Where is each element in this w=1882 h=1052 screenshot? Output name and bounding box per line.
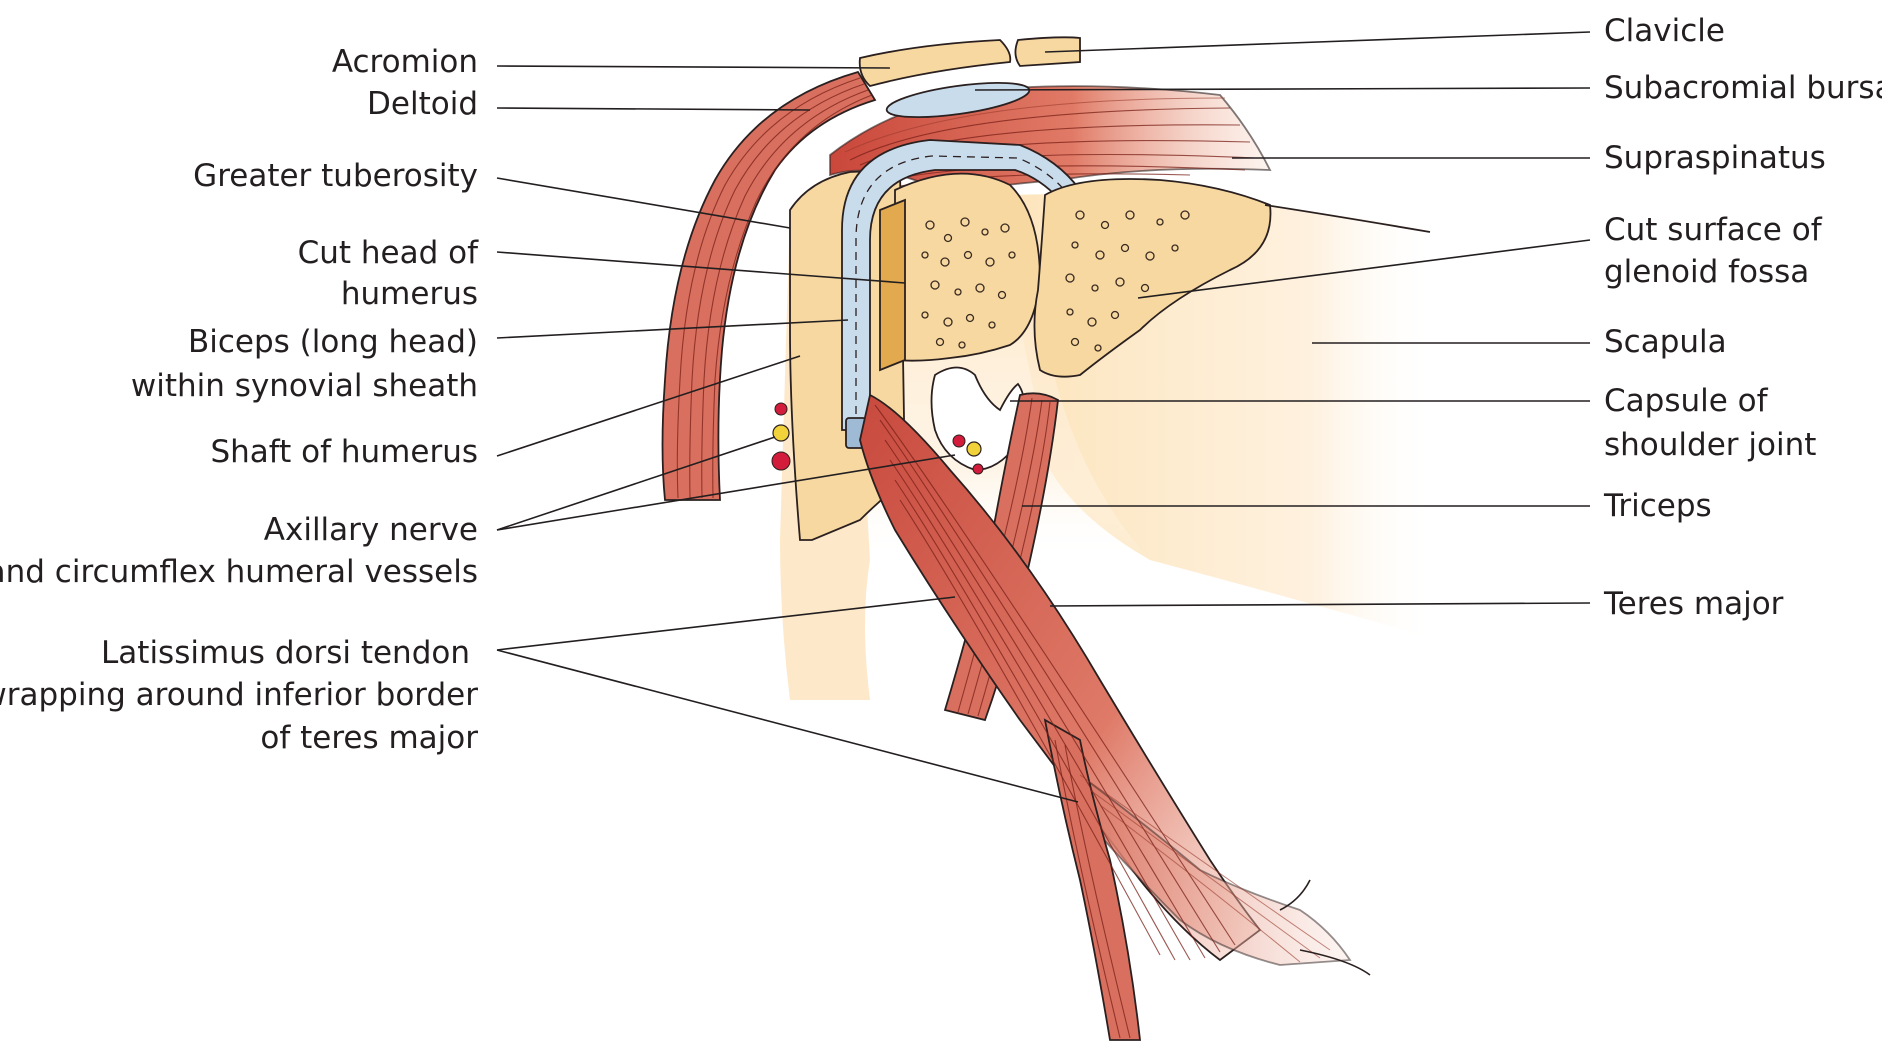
axillary-nerve-cross-section bbox=[773, 425, 789, 441]
humeral-head-cut bbox=[880, 174, 1040, 370]
label-scapula: Scapula bbox=[1604, 324, 1727, 360]
label-deltoid: Deltoid bbox=[367, 86, 478, 122]
right-labels: Clavicle Subacromial bursa Supraspinatus… bbox=[1603, 13, 1882, 622]
label-latissimus-line2: wrapping around inferior border bbox=[0, 677, 478, 713]
label-latissimus-line3: of teres major bbox=[260, 720, 478, 756]
label-subacromial-bursa: Subacromial bursa bbox=[1604, 70, 1882, 106]
label-cut-head-line1: Cut head of bbox=[298, 235, 480, 271]
label-glenoid-line2: glenoid fossa bbox=[1604, 254, 1809, 290]
label-capsule-line2: shoulder joint bbox=[1604, 427, 1816, 463]
label-axillary-line1: Axillary nerve bbox=[264, 512, 478, 548]
circumflex-vessel-large bbox=[772, 452, 790, 470]
label-teres-major: Teres major bbox=[1603, 586, 1784, 622]
circumflex-vessel-small bbox=[775, 403, 787, 415]
posterior-vessel-small bbox=[953, 435, 965, 447]
label-biceps-line2: within synovial sheath bbox=[131, 368, 478, 404]
left-labels: Acromion Deltoid Greater tuberosity Cut … bbox=[0, 44, 479, 756]
label-glenoid-line1: Cut surface of bbox=[1604, 212, 1823, 248]
label-greater-tuberosity: Greater tuberosity bbox=[193, 158, 478, 194]
label-axillary-line2: and circumflex humeral vessels bbox=[0, 554, 478, 590]
label-latissimus-line1: Latissimus dorsi tendon bbox=[101, 635, 470, 671]
label-cut-head-line2: humerus bbox=[341, 276, 478, 312]
label-acromion: Acromion bbox=[332, 44, 478, 80]
label-triceps: Triceps bbox=[1603, 488, 1712, 524]
acromion-bone bbox=[860, 40, 1011, 86]
label-supraspinatus: Supraspinatus bbox=[1604, 140, 1826, 176]
label-shaft-of-humerus: Shaft of humerus bbox=[210, 434, 478, 470]
posterior-nerve bbox=[967, 442, 981, 456]
posterior-vessel bbox=[973, 464, 983, 474]
label-capsule-line1: Capsule of bbox=[1604, 383, 1769, 419]
label-clavicle: Clavicle bbox=[1604, 13, 1725, 49]
label-biceps-line1: Biceps (long head) bbox=[188, 324, 478, 360]
